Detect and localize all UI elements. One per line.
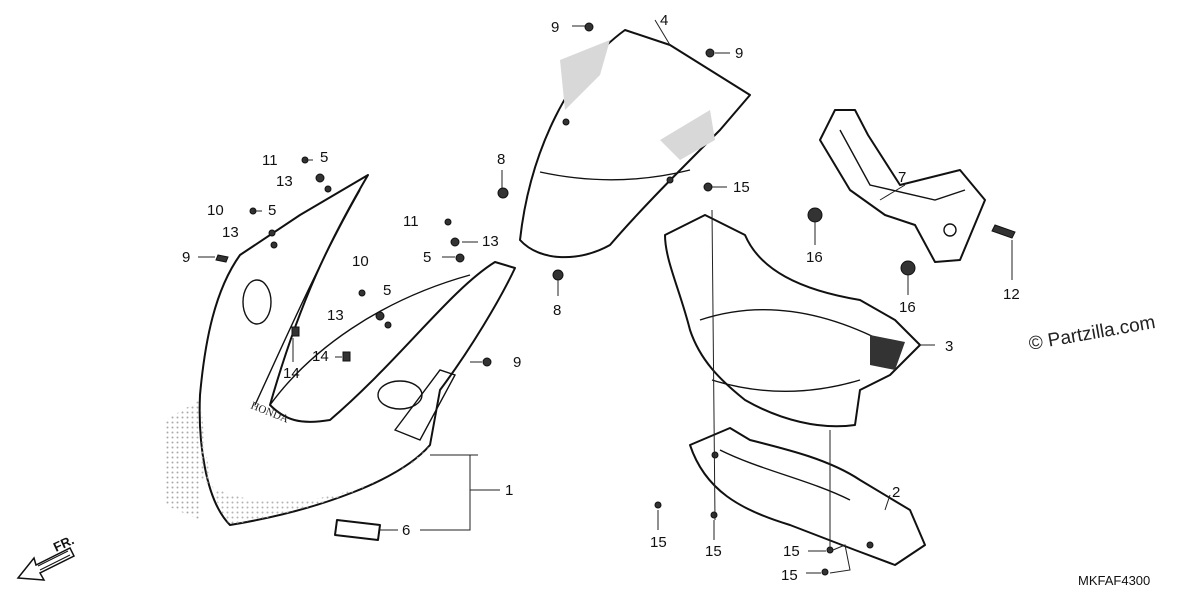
leader-lines <box>198 19 1013 574</box>
callout-12: 12 <box>1003 286 1020 303</box>
callout-13a: 13 <box>276 173 293 190</box>
watermark: © Partzilla.com <box>1027 312 1157 355</box>
callout-16b: 16 <box>899 299 916 316</box>
fasteners <box>215 22 1016 576</box>
callout-2: 2 <box>892 484 900 501</box>
callout-5c: 5 <box>423 249 431 266</box>
callout-10a: 10 <box>207 202 224 219</box>
callout-5a: 5 <box>320 149 328 166</box>
callout-13c: 13 <box>482 233 499 250</box>
callout-8b: 8 <box>553 302 561 319</box>
callout-5b: 5 <box>268 202 276 219</box>
callout-9d: 9 <box>513 354 521 371</box>
callout-15e: 15 <box>781 567 798 584</box>
callout-14b: 14 <box>312 348 329 365</box>
callout-15d: 15 <box>783 543 800 560</box>
upper-cowl-part: HONDA <box>165 174 516 526</box>
callout-14a: 14 <box>283 365 300 382</box>
callout-5d: 5 <box>383 282 391 299</box>
diagram-code: MKFAF4300 <box>1078 573 1150 588</box>
callout-15c: 15 <box>705 543 722 560</box>
lower-cover-part <box>689 427 926 566</box>
callout-8a: 8 <box>497 151 505 168</box>
callout-11a: 11 <box>262 152 278 169</box>
callout-1: 1 <box>505 482 513 499</box>
callout-16a: 16 <box>806 249 823 266</box>
callout-9a: 9 <box>551 19 559 36</box>
callout-15b: 15 <box>650 534 667 551</box>
inner-panel-part <box>664 214 921 428</box>
direction-arrow-icon <box>16 546 76 581</box>
callout-6: 6 <box>402 522 410 539</box>
callout-13d: 13 <box>327 307 344 324</box>
windscreen-part <box>519 29 751 259</box>
callout-11b: 11 <box>403 213 419 230</box>
callout-9c: 9 <box>182 249 190 266</box>
callout-9b: 9 <box>735 45 743 62</box>
callout-13b: 13 <box>222 224 239 241</box>
callouts: 1 2 3 4 5 5 5 5 6 7 8 8 9 9 9 9 10 10 11… <box>182 12 1020 584</box>
callout-10b: 10 <box>352 253 369 270</box>
callout-3: 3 <box>945 338 953 355</box>
pad-part <box>334 519 381 541</box>
callout-7: 7 <box>898 169 906 186</box>
callout-4: 4 <box>660 12 668 29</box>
callout-15a: 15 <box>733 179 750 196</box>
front-direction-indicator: FR. <box>16 532 76 581</box>
